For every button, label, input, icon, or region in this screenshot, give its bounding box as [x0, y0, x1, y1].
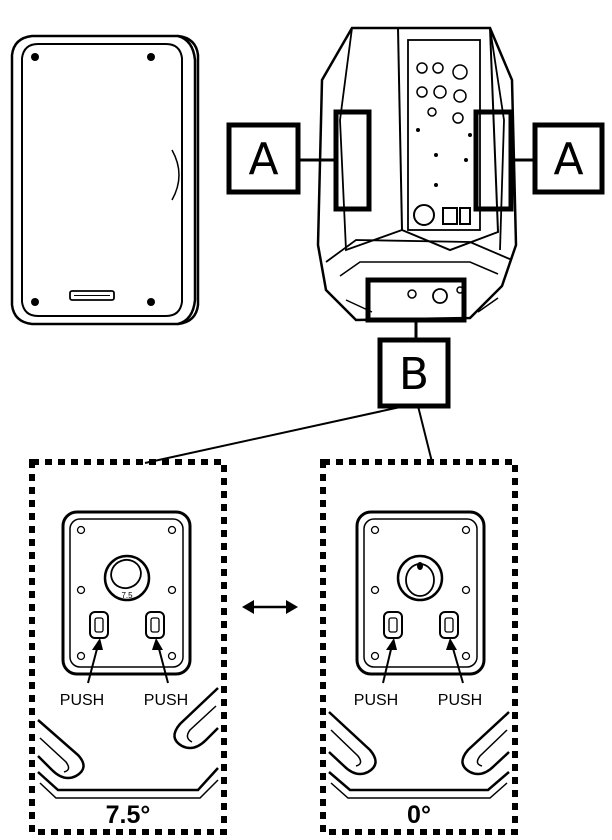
push-label-right-2: PUSH — [438, 692, 482, 709]
detail-panel-straight: PUSH PUSH 0° — [320, 459, 518, 835]
push-label-left-2: PUSH — [144, 692, 188, 709]
speaker-rear-view — [316, 26, 518, 322]
angle-label-straight: 0° — [407, 801, 431, 829]
detail-panel-tilted: 7.5 PUSH PUSH 7.5° — [29, 459, 227, 835]
callout-b: B — [144, 277, 467, 464]
speaker-front-view — [10, 34, 200, 326]
double-arrow-icon — [242, 600, 298, 614]
callout-a-left-label: A — [248, 134, 278, 185]
push-label-right-1: PUSH — [354, 692, 398, 709]
callout-a-left: A — [226, 109, 372, 212]
callout-a-right-label: A — [553, 134, 583, 185]
callout-a-right: A — [473, 109, 605, 212]
angle-label-tilted: 7.5° — [106, 801, 151, 829]
push-label-left-1: PUSH — [60, 692, 104, 709]
handle-highlight-left — [333, 109, 372, 212]
callout-b-label: B — [399, 349, 429, 400]
svg-text:7.5: 7.5 — [121, 591, 133, 600]
